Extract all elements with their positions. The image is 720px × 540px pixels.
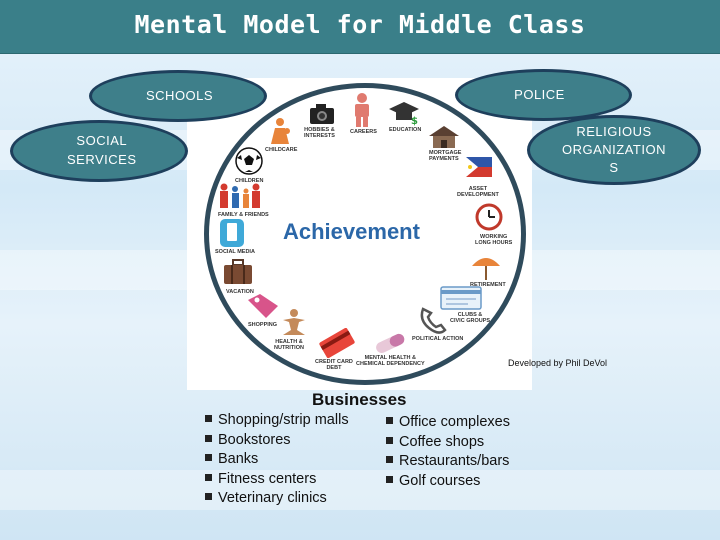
list-item-label: Golf courses: [399, 472, 481, 489]
bullet-icon: [205, 415, 212, 422]
list-item: Veterinary clinics: [205, 489, 349, 509]
list-item-label: Shopping/strip malls: [218, 412, 349, 428]
oval-social-services: SOCIAL SERVICES: [10, 120, 188, 182]
item-education: EDUCATION: [389, 127, 422, 133]
item-social-media: SOCIAL MEDIA: [215, 249, 255, 255]
list-item-label: Fitness centers: [218, 470, 317, 487]
businesses-heading: Businesses: [312, 390, 407, 409]
list-item-label: Bookstores: [218, 431, 291, 448]
item-shopping: SHOPPING: [248, 322, 278, 328]
item-mental: MENTAL HEALTH & CHEMICAL DEPENDENCY: [356, 355, 425, 368]
pill-icon: [376, 333, 405, 353]
graduation-cap-icon: $: [389, 102, 419, 126]
clock-icon: [475, 203, 503, 231]
item-mortgage: MORTGAGE PAYMENTS: [429, 150, 462, 163]
telephone-icon: [420, 307, 447, 334]
list-item-label: Office complexes: [399, 414, 510, 430]
price-tag-icon: [248, 294, 278, 318]
bullet-icon: [205, 434, 212, 442]
list-item-label: Restaurants/bars: [399, 453, 510, 469]
diagram-ring: [204, 83, 526, 385]
list-item: Bookstores: [205, 431, 349, 451]
item-working: WORKING LONG HOURS: [475, 234, 513, 247]
flag-icon: [466, 157, 492, 177]
title-bar: Mental Model for Middle Class: [0, 0, 720, 54]
oval-religious-label: RELIGIOUS ORGANIZATION S: [562, 123, 666, 176]
diagram-center-label: Achievement: [283, 219, 420, 244]
bullet-icon: [386, 475, 393, 483]
item-hobbies: HOBBIES & INTERESTS: [304, 127, 335, 140]
oval-social-services-label: SOCIAL SERVICES: [67, 133, 137, 167]
camera-icon: [310, 104, 334, 124]
item-political: POLITICAL ACTION: [412, 336, 464, 342]
page-title: Mental Model for Middle Class: [134, 10, 586, 39]
person-icon: [355, 93, 369, 127]
oval-religious: RELIGIOUS ORGANIZATION S: [527, 115, 701, 185]
soccer-ball-icon: [235, 147, 263, 175]
oval-police-label: POLICE: [514, 86, 565, 102]
item-clubs: CLUBS & CIVIC GROUPS: [450, 312, 491, 325]
phone-icon: [220, 219, 244, 247]
businesses-list-left: Shopping/strip malls Bookstores Banks Fi…: [205, 411, 349, 509]
item-asset: ASSET DEVELOPMENT: [457, 186, 499, 199]
oval-police: POLICE: [455, 69, 632, 121]
item-children: CHILDREN: [235, 178, 264, 184]
oval-schools-label: SCHOOLS: [146, 87, 214, 103]
list-item: Coffee shops: [386, 433, 510, 453]
list-item: Restaurants/bars: [386, 452, 510, 472]
list-item-label: Coffee shops: [399, 433, 485, 450]
credit-card-icon: [319, 328, 355, 358]
childcare-icon: [271, 118, 290, 144]
oval-schools: SCHOOLS: [89, 70, 267, 122]
list-item: Shopping/strip malls: [205, 411, 349, 431]
yoga-icon: [283, 309, 305, 335]
list-item-label: Banks: [218, 451, 259, 467]
bullet-icon: [205, 473, 212, 481]
id-card-icon: [440, 286, 482, 310]
svg-text:$: $: [411, 116, 418, 126]
item-careers: CAREERS: [350, 129, 377, 135]
house-icon: [429, 126, 459, 148]
suitcase-icon: [224, 259, 252, 284]
list-item: Banks: [205, 450, 349, 470]
bullet-icon: [386, 436, 393, 444]
businesses-list-right: Office complexes Coffee shops Restaurant…: [386, 413, 510, 491]
family-icon: [220, 183, 260, 208]
item-retirement: RETIREMENT: [470, 282, 506, 288]
bullet-icon: [386, 417, 393, 424]
list-item-label: Veterinary clinics: [218, 490, 327, 506]
item-health: HEALTH & NUTRITION: [274, 339, 304, 352]
item-family: FAMILY & FRIENDS: [218, 212, 269, 218]
item-childcare: CHILDCARE: [265, 147, 298, 153]
bullet-icon: [205, 454, 212, 461]
bullet-icon: [386, 456, 393, 463]
umbrella-icon: [472, 258, 500, 280]
item-vacation: VACATION: [226, 289, 254, 295]
list-item: Office complexes: [386, 413, 510, 433]
bullet-icon: [205, 493, 212, 500]
diagram-credit: Developed by Phil DeVol: [508, 358, 608, 368]
item-credit: CREDIT CARD DEBT: [315, 359, 353, 372]
list-item: Fitness centers: [205, 470, 349, 490]
list-item: Golf courses: [386, 472, 510, 492]
